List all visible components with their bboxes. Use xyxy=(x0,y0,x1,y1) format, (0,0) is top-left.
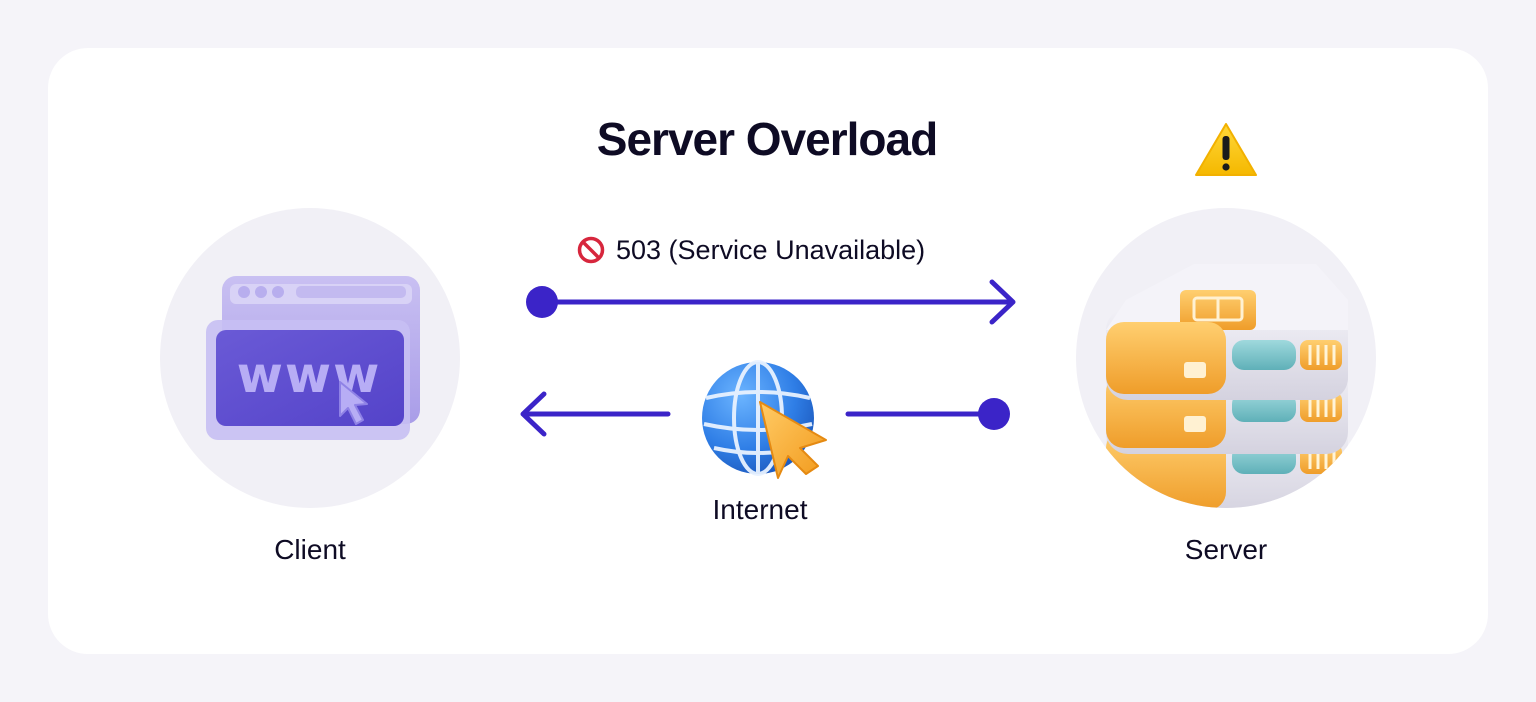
internet-label: Internet xyxy=(712,494,808,525)
client-label: Client xyxy=(274,534,346,565)
server-node xyxy=(1076,208,1376,508)
diagram-title: Server Overload xyxy=(596,113,938,165)
status-message: 503 (Service Unavailable) xyxy=(576,232,925,268)
prohibited-icon xyxy=(577,236,605,264)
client-node xyxy=(160,208,460,508)
status-text: 503 (Service Unavailable) xyxy=(616,234,926,265)
server-label: Server xyxy=(1184,534,1268,565)
